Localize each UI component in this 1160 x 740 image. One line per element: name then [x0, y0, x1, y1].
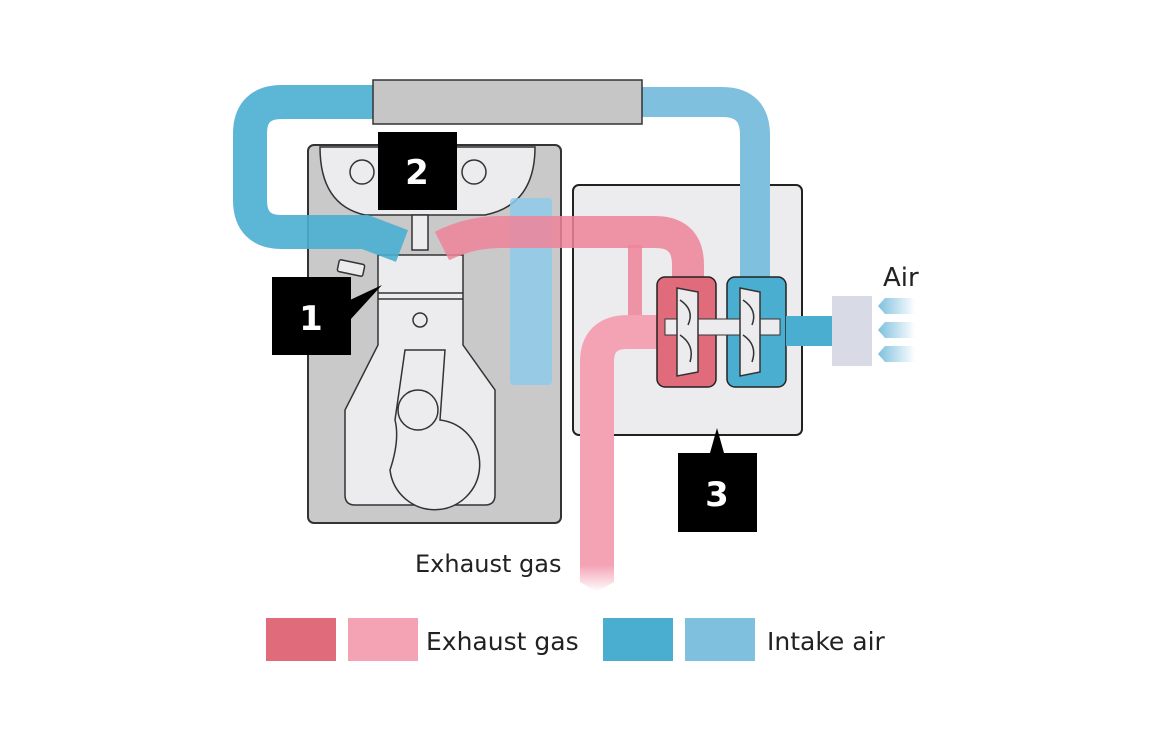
callout-1: 1	[272, 277, 382, 355]
legend-swatch-exhaust-dark	[266, 618, 336, 661]
legend: Exhaust gas Intake air	[266, 618, 886, 661]
exhaust-gas-label: Exhaust gas	[415, 550, 561, 578]
piston-pin	[412, 312, 428, 328]
callout-1-number: 1	[299, 299, 323, 339]
callout-3-number: 3	[705, 475, 729, 515]
legend-label-intake: Intake air	[767, 627, 886, 656]
intake-pipe-compressed	[642, 87, 770, 285]
air-flow-arrows	[878, 298, 915, 362]
callout-2: 2	[378, 132, 457, 210]
exhaust-flow-arrow	[580, 565, 614, 592]
compressor-wheel	[739, 287, 761, 377]
legend-swatch-intake-light	[685, 618, 755, 661]
legend-label-exhaust: Exhaust gas	[426, 627, 579, 656]
exhaust-pipe	[434, 216, 704, 290]
air-filter	[832, 296, 872, 366]
callout-2-number: 2	[405, 153, 429, 193]
exhaust-outlet-pipe	[580, 315, 665, 565]
turbine-wheel	[676, 287, 699, 377]
air-label: Air	[883, 263, 919, 293]
spark-plug	[411, 214, 429, 251]
air-inlet-duct	[786, 316, 832, 346]
camshaft	[349, 159, 375, 185]
camshaft	[461, 159, 487, 185]
intake-pipe	[233, 85, 409, 262]
legend-swatch-exhaust-light	[348, 618, 418, 661]
crankshaft	[389, 349, 481, 511]
fuel-injector	[336, 259, 366, 277]
intercooler	[372, 79, 643, 125]
callout-3: 3	[678, 428, 757, 532]
legend-swatch-intake-dark	[603, 618, 673, 661]
